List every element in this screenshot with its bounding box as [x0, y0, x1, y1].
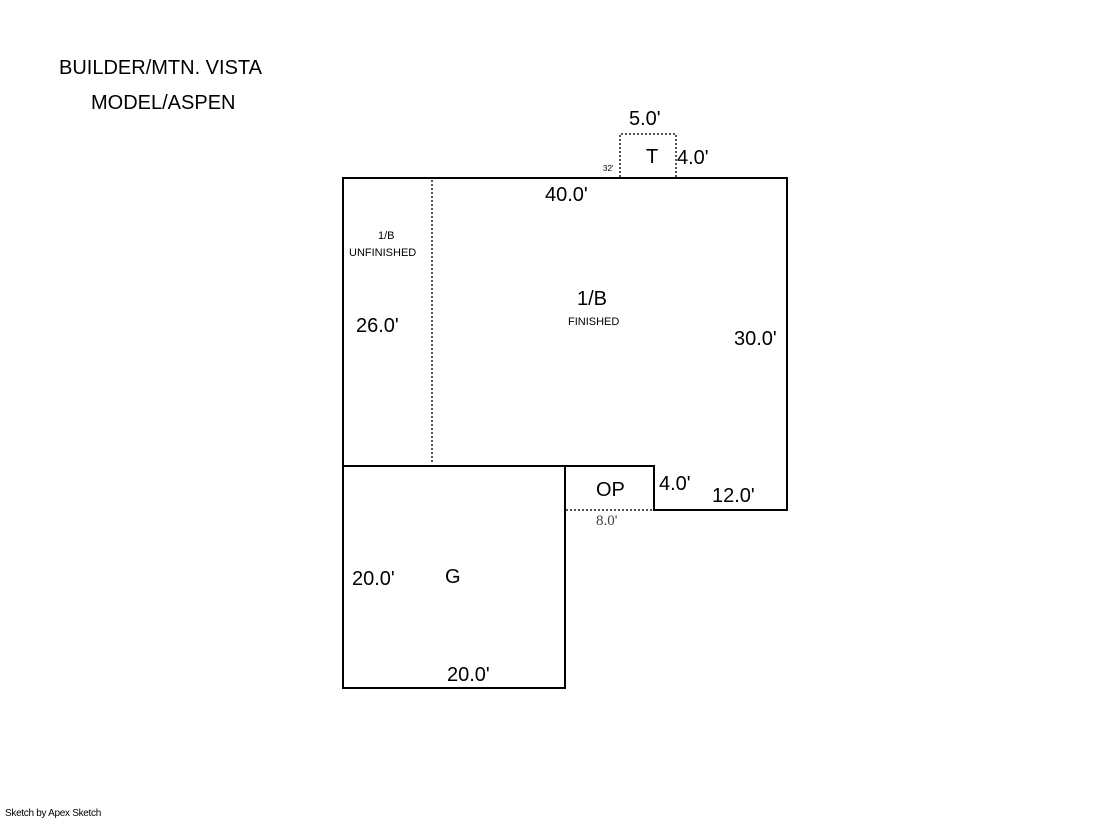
garage-side-dimension: 20.0'	[352, 568, 395, 590]
unfinished-label: UNFINISHED	[349, 247, 417, 259]
porch-side-dimension: 12.0'	[712, 485, 755, 507]
top-dimension: 40.0'	[545, 184, 588, 206]
main-outline	[342, 177, 788, 511]
model-title: MODEL/ASPEN	[91, 92, 236, 114]
finished-code: 1/B	[577, 288, 608, 310]
garage-label: G	[445, 566, 461, 588]
terrace-outline	[619, 133, 677, 177]
porch-depth: 4.0'	[659, 473, 691, 495]
terrace-label: T	[646, 146, 659, 168]
unfinished-dimension: 26.0'	[356, 315, 399, 337]
right-dimension: 30.0'	[734, 328, 777, 350]
porch-width: 8.0'	[596, 513, 618, 529]
porch-label: OP	[596, 479, 625, 501]
garage-bottom-dimension: 20.0'	[447, 664, 490, 686]
terrace-offset: 32'	[603, 164, 614, 173]
garage-outline	[342, 465, 566, 689]
builder-title: BUILDER/MTN. VISTA	[59, 57, 262, 79]
unfinished-code: 1/B	[378, 230, 395, 242]
terrace-width: 5.0'	[629, 108, 661, 130]
finished-label: FINISHED	[568, 316, 620, 328]
terrace-depth: 4.0'	[677, 147, 709, 169]
footer-credit: Sketch by Apex Sketch	[5, 808, 101, 819]
